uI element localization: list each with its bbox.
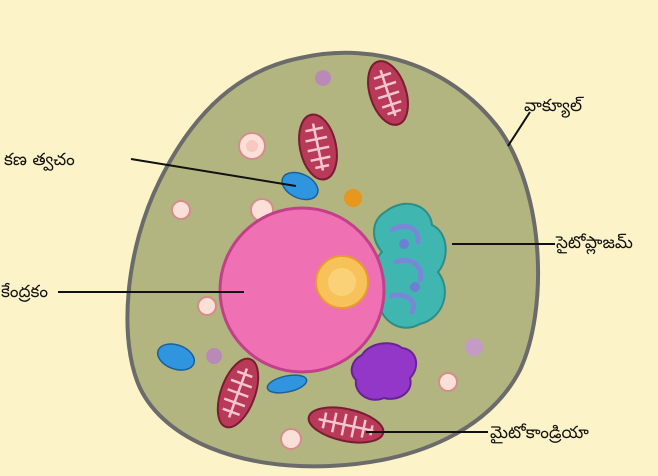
orange-granule bbox=[344, 189, 362, 207]
label-cytoplasm: సైటోప్లాజమ్ bbox=[556, 233, 633, 253]
nucleolus-core bbox=[328, 268, 356, 296]
label-vacuole: వాక్యూల్ bbox=[524, 96, 582, 116]
granule bbox=[465, 338, 483, 356]
label-cell-membrane: కణ త్వచం bbox=[4, 150, 75, 170]
vacuole-bubble bbox=[439, 373, 457, 391]
label-nucleus: కేంద్రకం bbox=[1, 282, 48, 302]
label-mitochondria: మైటోకాండ్రియా bbox=[490, 423, 589, 443]
vacuole-bubble bbox=[172, 201, 190, 219]
granule bbox=[206, 348, 222, 364]
vacuole-bubble bbox=[246, 140, 258, 152]
vacuole-bubble bbox=[281, 429, 301, 449]
granule bbox=[315, 70, 331, 86]
leader-line-vacuole bbox=[508, 112, 530, 146]
vacuole-bubble bbox=[198, 297, 216, 315]
